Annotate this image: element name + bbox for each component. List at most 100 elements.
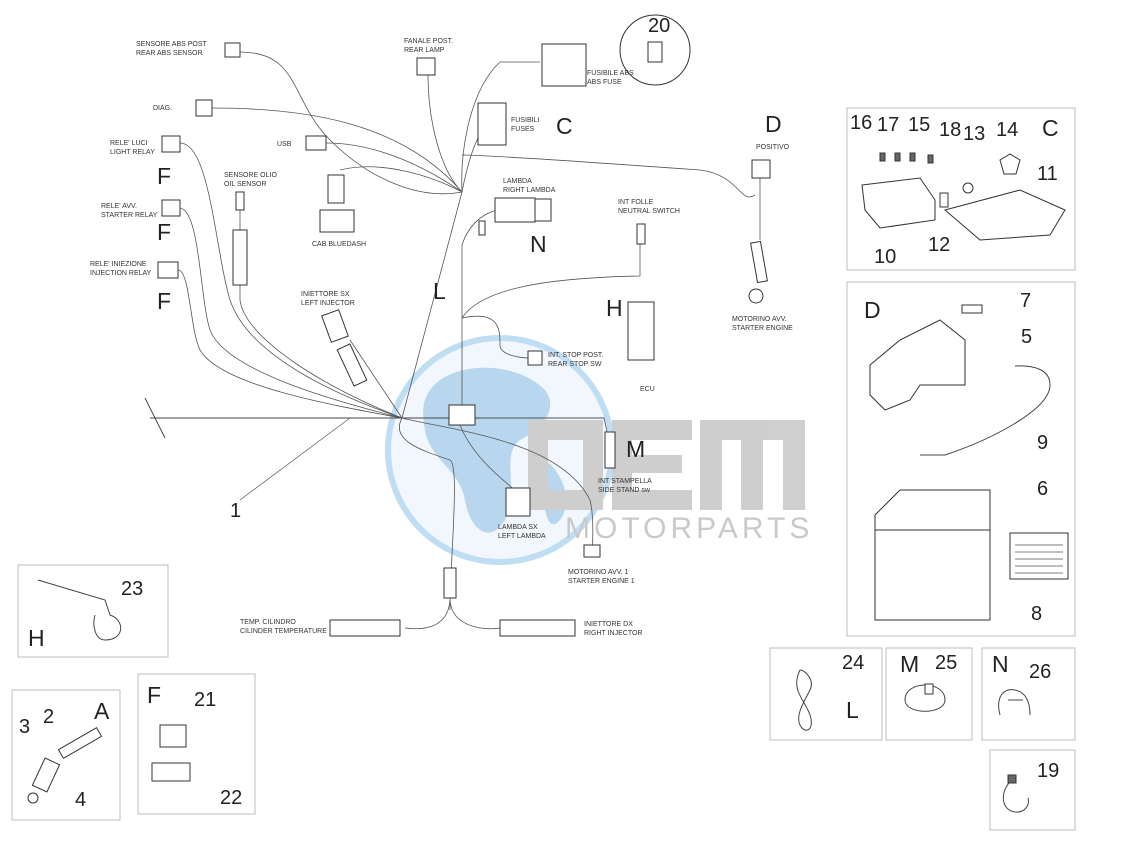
starter-engine-cable-end (750, 240, 768, 284)
injection-relay-connector (157, 261, 179, 279)
svg-text:RELE' AVV.STARTER RELAY: RELE' AVV.STARTER RELAY (101, 203, 158, 219)
part-number-11: 11 (1037, 163, 1058, 185)
right-lambda-boot (494, 197, 536, 223)
part-number-6: 6 (1037, 478, 1048, 500)
label-usb: USB (277, 141, 292, 148)
detail-box-f-frame (137, 673, 256, 815)
starter-engine-eyelet (748, 288, 764, 304)
label-starter-engine-1-it: MOTORINO AVV. 1 (568, 569, 629, 576)
label-rear-abs-sensor-it: SENSORE ABS POST (136, 41, 208, 48)
detail-box-h: 23 H (17, 564, 169, 658)
battery-holder-10 (861, 177, 936, 229)
label-rear-lamp-en: REAR LAMP (404, 47, 445, 54)
detail-box-l-frame (769, 647, 883, 741)
cab-bluedash-plug (327, 174, 345, 204)
label-rear-stop-sw-en: REAR STOP SW (548, 361, 602, 368)
connectors (157, 14, 771, 637)
label-right-lambda-it: LAMBDA (503, 178, 532, 185)
letter-f-box: F (147, 682, 161, 708)
label-left-lambda-en: LEFT LAMBDA (498, 533, 546, 540)
detail-box-a: A 2 3 4 (11, 689, 121, 821)
label-rear-lamp-it: FANALE POST. (404, 38, 453, 45)
tie-24 (796, 669, 812, 731)
rear-lamp-connector (416, 57, 436, 76)
labels: SENSORE ABS POST REAR ABS SENSOR DIAG. RE… (90, 38, 793, 637)
fuse-15 (909, 152, 916, 162)
cable-tie-19 (1002, 779, 1029, 813)
label-side-stand-sw-en: SIDE STAND sw (598, 487, 651, 494)
label-starter-relay-it: RELE' AVV. (101, 203, 137, 210)
label-fuses-it: FUSIBILI (511, 117, 539, 124)
label-oil-sensor-en: OIL SENSOR (224, 181, 267, 188)
right-injector-connector (499, 619, 576, 637)
detail-box-d: D 7 5 9 6 8 (846, 281, 1076, 637)
detail-box-c: 16 17 15 18 13 14 C 11 12 10 (846, 107, 1076, 271)
part-number-19: 19 (1037, 760, 1059, 782)
fuse-18 (927, 154, 934, 164)
part-number-5: 5 (1021, 326, 1032, 348)
letter-n-box: N (992, 651, 1009, 677)
screw-12 (939, 192, 949, 208)
label-injection-relay-en: INJECTION RELAY (90, 270, 152, 277)
label-positivo: POSITIVO (756, 144, 790, 151)
label-cilinder-temperature-it: TEMP. CILINDRO (240, 619, 296, 626)
part-number-21: 21 (194, 689, 216, 711)
part-number-13: 13 (963, 123, 985, 145)
label-neutral-switch-it: INT FOLLE (618, 199, 654, 206)
svg-text:INT. STOP POST.REAR STOP SW: INT. STOP POST.REAR STOP SW (548, 352, 603, 368)
rear-stop-switch (527, 350, 543, 366)
label-rear-abs-sensor-en: REAR ABS SENSOR (136, 50, 203, 57)
label-diag: DIAG. (153, 105, 172, 112)
part-number-7: 7 (1020, 290, 1031, 312)
part-number-4: 4 (75, 789, 86, 811)
label-right-injector-it: INIETTORE DX (584, 621, 633, 628)
letter-d-box: D (864, 297, 881, 323)
battery-6 (874, 529, 991, 621)
cilinder-temperature-sensor (329, 619, 401, 637)
part-number-1: 1 (230, 500, 241, 522)
part-number-15: 15 (908, 114, 930, 136)
side-stand-switch (604, 431, 616, 469)
oil-sensor-cable (232, 229, 248, 286)
right-lambda-connector (534, 198, 552, 222)
cable-9 (920, 365, 1051, 456)
letter-c-box: C (1042, 115, 1059, 141)
part-number-3: 3 (19, 716, 30, 738)
label-abs-fuse-en: ABS FUSE (587, 79, 622, 86)
ecu-connector (627, 301, 655, 361)
label-side-stand-sw-it: INT STAMPELLA (598, 478, 652, 485)
letter-h-box: H (28, 625, 45, 651)
part-number-14: 14 (996, 119, 1018, 141)
left-lambda-connector (505, 487, 531, 517)
starter-relay-connector (161, 199, 181, 217)
detail-box-19: 19 (989, 749, 1076, 831)
part-number-23: 23 (121, 578, 143, 600)
part-number-24: 24 (842, 652, 864, 674)
main-harness (144, 51, 761, 630)
clamp-25-boss (924, 683, 934, 695)
rear-abs-sensor-connector (224, 42, 241, 58)
part-number-8: 8 (1031, 603, 1042, 625)
part-number-12: 12 (928, 234, 950, 256)
letter-m-box: M (900, 651, 919, 677)
bracket-5 (869, 319, 966, 411)
label-right-injector-en: RIGHT INJECTOR (584, 630, 642, 637)
neutral-switch-connector (636, 223, 646, 245)
label-left-lambda-it: LAMBDA SX (498, 524, 538, 531)
svg-text:FANALE POST.REAR LAMP: FANALE POST. REAR LAMP (404, 38, 453, 54)
left-injector-cable (336, 343, 368, 387)
part-number-22: 22 (220, 787, 242, 809)
part-number-20: 20 (648, 15, 670, 37)
